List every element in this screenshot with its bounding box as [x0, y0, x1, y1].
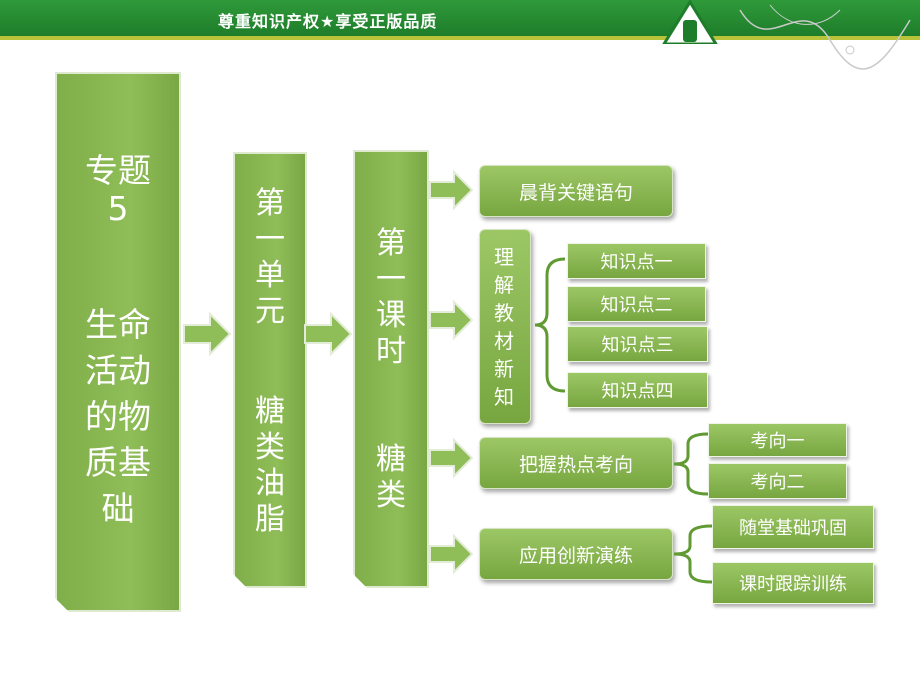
- topic-name: 生命 活动 的物 质基 础: [57, 302, 179, 532]
- lesson-subtitle: 糖类: [376, 442, 406, 513]
- arrow-right-icon: [429, 170, 474, 210]
- recite-key-sentences-button[interactable]: 晨背关键语句: [479, 165, 673, 217]
- topic-title: 专题 5: [57, 152, 179, 228]
- arrow-right-icon: [429, 300, 474, 340]
- topic-number: 5: [107, 189, 129, 228]
- header-slogan: 尊重知识产权★享受正版品质: [218, 12, 438, 31]
- knowledge-point-4-button[interactable]: 知识点四: [567, 372, 708, 408]
- topic-line7: 础: [101, 489, 135, 528]
- direction-2-button[interactable]: 考向二: [708, 463, 847, 499]
- topic-line4: 活动: [85, 351, 151, 390]
- unit-panel: 第一单元 糖类油脂: [233, 152, 307, 588]
- topic-line1: 专题: [85, 151, 151, 190]
- brace-icon: [673, 524, 713, 584]
- lesson-panel: 第一课时 糖类: [353, 150, 429, 588]
- lesson-follow-up-training-button[interactable]: 课时跟踪训练: [712, 562, 874, 604]
- brace-icon: [534, 257, 566, 393]
- decorative-swirl-icon: [739, 4, 911, 70]
- understand-textbook-label: 理解教材新知: [494, 244, 514, 409]
- topic-line3: 生命: [85, 305, 151, 344]
- unit-title: 第一单元: [255, 186, 285, 329]
- hotspot-directions-button[interactable]: 把握热点考向: [479, 437, 673, 489]
- arrow-right-icon: [429, 534, 474, 574]
- topic-line6: 质基: [85, 443, 151, 482]
- logo-icon: [662, 0, 718, 44]
- topic-line5: 的物: [85, 397, 151, 436]
- topic-panel: 专题 5 生命 活动 的物 质基 础: [55, 72, 181, 612]
- arrow-right-icon: [304, 312, 353, 356]
- knowledge-point-2-button[interactable]: 知识点二: [567, 286, 706, 322]
- brace-icon: [673, 432, 709, 496]
- header-bar: [0, 0, 920, 36]
- knowledge-point-3-button[interactable]: 知识点三: [567, 326, 708, 362]
- direction-1-button[interactable]: 考向一: [708, 423, 847, 457]
- unit-subtitle: 糖类油脂: [255, 394, 285, 537]
- arrow-right-icon: [183, 312, 232, 356]
- classroom-consolidation-button[interactable]: 随堂基础巩固: [712, 505, 874, 549]
- lesson-title: 第一课时: [376, 226, 406, 369]
- arrow-right-icon: [429, 438, 474, 478]
- understand-textbook-button[interactable]: 理解教材新知: [479, 229, 531, 424]
- knowledge-point-1-button[interactable]: 知识点一: [567, 243, 706, 279]
- apply-practice-button[interactable]: 应用创新演练: [479, 528, 673, 580]
- header-accent-line: [0, 36, 920, 40]
